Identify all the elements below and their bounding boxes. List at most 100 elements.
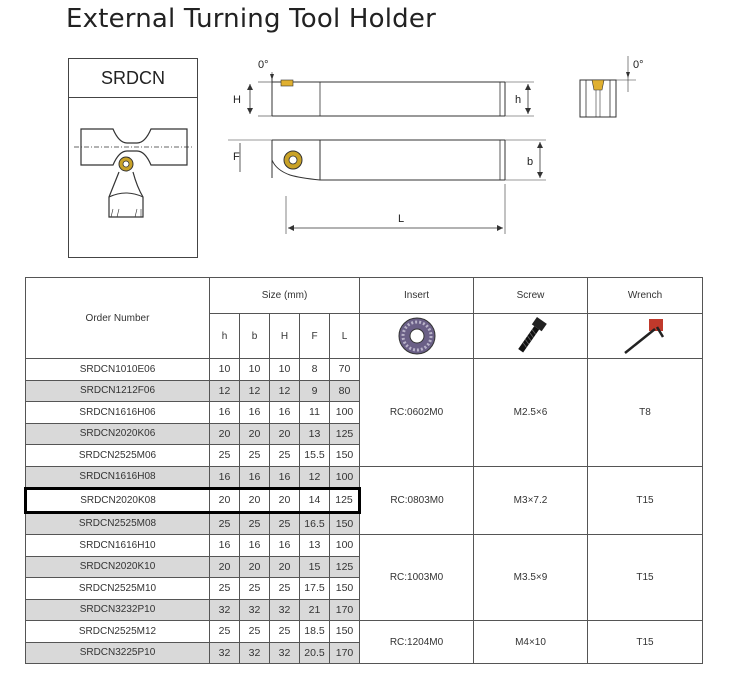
size-H-cell: 20 xyxy=(269,422,300,445)
size-h-cell: 25 xyxy=(209,511,240,535)
order-number-header: Order Number xyxy=(25,277,210,359)
order-number-cell: SRDCN2525M10 xyxy=(25,577,210,600)
insert-cell: RC:0602M0 xyxy=(359,358,474,467)
size-h-cell: 20 xyxy=(209,422,240,445)
size-h-cell: 16 xyxy=(209,534,240,557)
size-H-cell: 10 xyxy=(269,358,300,381)
page-title: External Turning Tool Holder xyxy=(66,4,436,34)
size-L-cell: 125 xyxy=(329,422,360,445)
size-F-cell: 8 xyxy=(299,358,330,381)
order-number-cell: SRDCN1616H08 xyxy=(25,465,210,489)
size-h-cell: 25 xyxy=(209,620,240,643)
size-L-cell: 170 xyxy=(329,598,360,621)
size-L-cell: 80 xyxy=(329,379,360,402)
angle-top-label: 0° xyxy=(258,59,269,71)
model-diagram-box: SRDCN xyxy=(68,58,198,258)
size-b-cell: 16 xyxy=(239,534,270,557)
insert-icon xyxy=(398,317,435,355)
dim-F-label: F xyxy=(233,151,240,163)
size-b-cell: 25 xyxy=(239,577,270,600)
screw-cell: M3×7.2 xyxy=(473,465,588,535)
insert-cell: RC:0803M0 xyxy=(359,465,474,535)
size-col-L: L xyxy=(329,313,360,359)
size-h-cell: 32 xyxy=(209,598,240,621)
size-H-cell: 16 xyxy=(269,534,300,557)
technical-drawing: H 0° h 0° F xyxy=(228,56,644,234)
order-number-cell: SRDCN2525M08 xyxy=(25,511,210,535)
order-number-cell: SRDCN1616H10 xyxy=(25,534,210,557)
size-F-cell: 17.5 xyxy=(299,577,330,600)
size-b-cell: 32 xyxy=(239,641,270,664)
wrench-header: Wrench xyxy=(587,277,703,314)
size-b-cell: 16 xyxy=(239,401,270,424)
wrench-cell: T15 xyxy=(587,465,703,535)
size-L-cell: 70 xyxy=(329,358,360,381)
wrench-icon-cell xyxy=(587,313,703,359)
size-H-cell: 25 xyxy=(269,620,300,643)
order-number-cell: SRDCN3225P10 xyxy=(25,641,210,664)
size-L-cell: 100 xyxy=(329,401,360,424)
size-b-cell: 25 xyxy=(239,620,270,643)
size-h-cell: 16 xyxy=(209,401,240,424)
screw-header: Screw xyxy=(473,277,588,314)
wrench-icon xyxy=(624,319,665,354)
screw-cell: M3.5×9 xyxy=(473,534,588,621)
order-number-cell: SRDCN1616H06 xyxy=(25,401,210,424)
size-L-cell: 125 xyxy=(329,487,361,514)
order-number-cell: SRDCN1010E06 xyxy=(25,358,210,381)
size-L-cell: 100 xyxy=(329,534,360,557)
insert-header: Insert xyxy=(359,277,474,314)
wrench-cell: T15 xyxy=(587,534,703,621)
size-L-cell: 150 xyxy=(329,444,360,467)
size-col-h: h xyxy=(209,313,240,359)
size-F-cell: 15 xyxy=(299,555,330,578)
screw-icon-cell xyxy=(473,313,588,359)
size-H-cell: 16 xyxy=(269,401,300,424)
size-col-F: F xyxy=(299,313,330,359)
size-L-cell: 170 xyxy=(329,641,360,664)
size-F-cell: 18.5 xyxy=(299,620,330,643)
size-b-cell: 20 xyxy=(239,487,270,514)
size-b-cell: 20 xyxy=(239,555,270,578)
order-number-cell: SRDCN2525M06 xyxy=(25,444,210,467)
size-F-cell: 15.5 xyxy=(299,444,330,467)
size-F-cell: 9 xyxy=(299,379,330,402)
order-number-cell: SRDCN2020K08 xyxy=(24,487,210,514)
insert-cell: RC:1003M0 xyxy=(359,534,474,621)
screw-icon xyxy=(517,316,547,353)
insert-icon-cell xyxy=(359,313,474,359)
size-h-cell: 20 xyxy=(209,555,240,578)
size-F-cell: 21 xyxy=(299,598,330,621)
size-F-cell: 13 xyxy=(299,422,330,445)
size-H-cell: 25 xyxy=(269,577,300,600)
size-H-cell: 12 xyxy=(269,379,300,402)
spec-table: Order Number Size (mm) Insert Screw Wren… xyxy=(24,277,703,664)
size-b-cell: 20 xyxy=(239,422,270,445)
size-b-cell: 12 xyxy=(239,379,270,402)
size-F-cell: 16.5 xyxy=(299,511,330,535)
wrench-cell: T8 xyxy=(587,358,703,467)
wrench-cell: T15 xyxy=(587,620,703,664)
size-b-cell: 25 xyxy=(239,511,270,535)
size-F-cell: 11 xyxy=(299,401,330,424)
size-L-cell: 150 xyxy=(329,620,360,643)
size-h-cell: 12 xyxy=(209,379,240,402)
size-h-cell: 16 xyxy=(209,465,240,489)
size-H-cell: 16 xyxy=(269,465,300,489)
size-F-cell: 14 xyxy=(299,487,330,514)
size-L-cell: 100 xyxy=(329,465,360,489)
size-h-cell: 20 xyxy=(209,487,240,514)
size-H-cell: 20 xyxy=(269,555,300,578)
insert-cell: RC:1204M0 xyxy=(359,620,474,664)
size-H-cell: 32 xyxy=(269,641,300,664)
order-number-cell: SRDCN2020K06 xyxy=(25,422,210,445)
model-label: SRDCN xyxy=(69,59,197,98)
order-number-cell: SRDCN1212F06 xyxy=(25,379,210,402)
